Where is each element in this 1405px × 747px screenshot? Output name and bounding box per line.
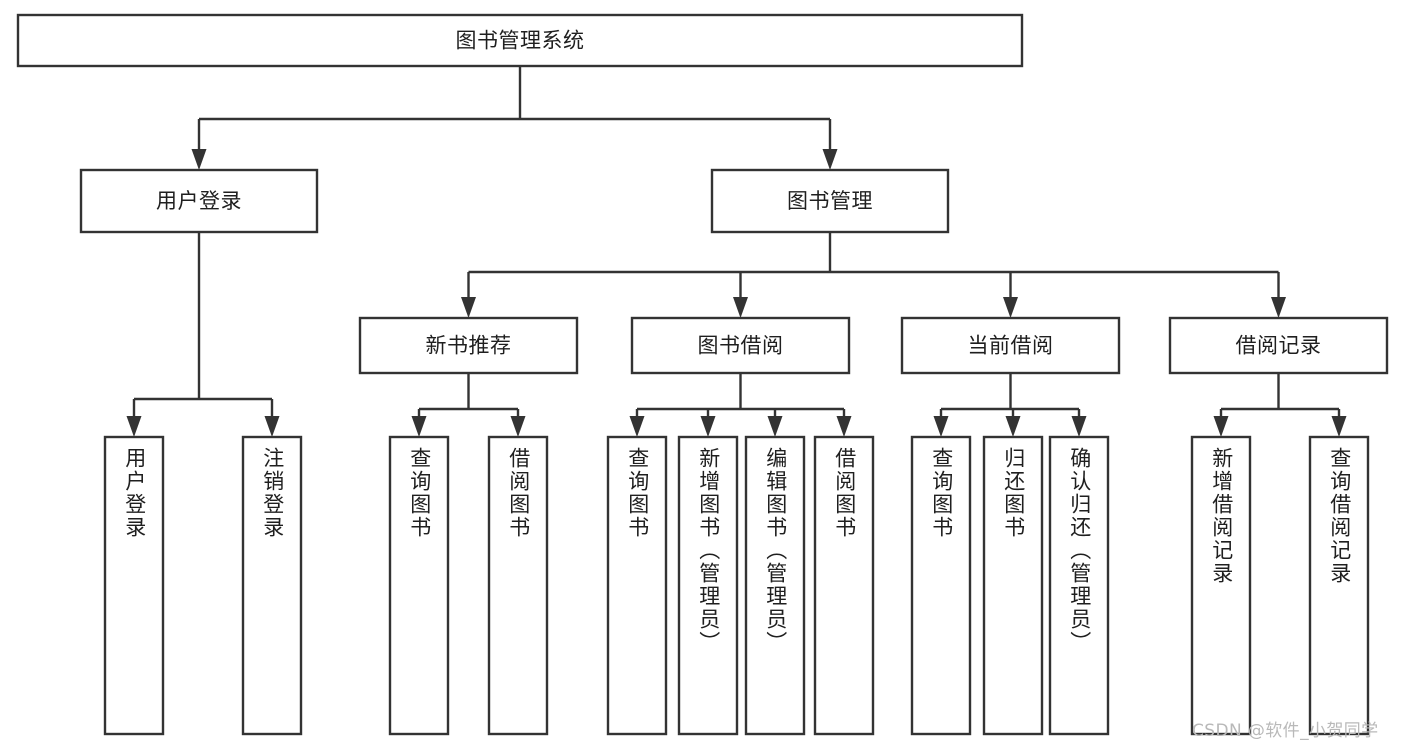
arrow-leaf-3: [510, 416, 526, 437]
node-leaf-查询图书-2[interactable]: [388, 435, 450, 736]
arrow-level2-1: [822, 149, 838, 170]
node-leaf-查询图书-8[interactable]: [910, 435, 972, 736]
node-level3-当前借阅[interactable]: [900, 316, 1121, 375]
node-level2-label-0: 用户登录: [156, 189, 242, 213]
connector-lines: [126, 66, 1347, 437]
arrow-leaf-10: [1071, 416, 1087, 437]
csdn-watermark: CSDN @软件_小贺同学: [1192, 721, 1379, 741]
arrow-leaf-7: [836, 416, 852, 437]
node-leaf-确认归还管理员-10[interactable]: [1048, 435, 1110, 736]
node-boxes: [16, 13, 1389, 736]
arrow-leaf-6: [767, 416, 783, 437]
node-leaf-借阅图书-3[interactable]: [487, 435, 549, 736]
arrow-leaf-12: [1331, 416, 1347, 437]
arrow-level3-2: [1003, 297, 1018, 318]
arrow-level3-0: [461, 297, 476, 318]
node-level3-借阅记录[interactable]: [1168, 316, 1389, 375]
arrow-leaf-0: [126, 416, 142, 437]
arrow-level3-3: [1271, 297, 1286, 318]
arrow-level3-1: [733, 297, 748, 318]
node-leaf-新增图书管理员-5[interactable]: [677, 435, 739, 736]
arrow-leaf-4: [629, 416, 645, 437]
node-root-图书管理系统[interactable]: [16, 13, 1024, 68]
arrow-leaf-1: [264, 416, 280, 437]
node-level3-label-0: 新书推荐: [426, 334, 512, 358]
arrow-leaf-9: [1005, 416, 1021, 437]
node-level3-图书借阅[interactable]: [630, 316, 851, 375]
node-leaf-新增借阅记录-11[interactable]: [1190, 435, 1252, 736]
node-leaf-借阅图书-7[interactable]: [813, 435, 875, 736]
arrow-level2-0: [191, 149, 207, 170]
node-level3-label-3: 借阅记录: [1236, 334, 1322, 358]
node-root-label: 图书管理系统: [456, 29, 585, 53]
node-level2-图书管理[interactable]: [710, 168, 950, 234]
node-leaf-用户登录-0[interactable]: [103, 435, 165, 736]
node-level3-label-1: 图书借阅: [698, 334, 784, 358]
arrow-leaf-5: [700, 416, 716, 437]
node-level2-用户登录[interactable]: [79, 168, 319, 234]
node-leaf-查询借阅记录-12[interactable]: [1308, 435, 1370, 736]
arrow-leaf-8: [933, 416, 949, 437]
node-level3-新书推荐[interactable]: [358, 316, 579, 375]
node-leaf-注销登录-1[interactable]: [241, 435, 303, 736]
node-leaf-归还图书-9[interactable]: [982, 435, 1044, 736]
node-level2-label-1: 图书管理: [787, 189, 873, 213]
node-leaf-查询图书-4[interactable]: [606, 435, 668, 736]
node-level3-label-2: 当前借阅: [968, 334, 1054, 358]
arrow-leaf-2: [411, 416, 427, 437]
arrow-leaf-11: [1213, 416, 1229, 437]
node-leaf-编辑图书管理员-6[interactable]: [744, 435, 806, 736]
